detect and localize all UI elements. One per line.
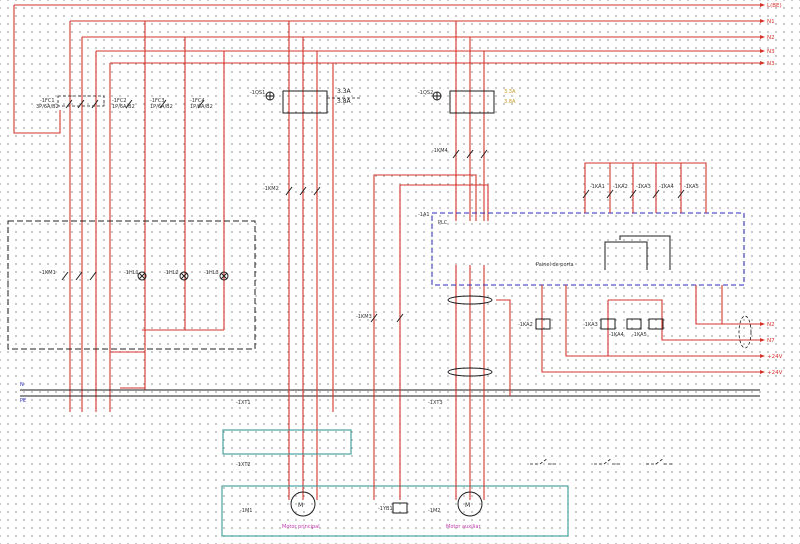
protector-setting: 3.8A xyxy=(337,98,352,105)
protector-setting: 3.3A xyxy=(337,88,352,95)
bus-lines: N PE xyxy=(20,382,760,404)
protector-setting: 3.8A xyxy=(504,99,516,105)
output-label: +24V xyxy=(767,354,783,360)
lamp-tag: -1HL1 xyxy=(124,270,139,276)
motor-tag: -1M2 xyxy=(428,508,440,514)
coil-icon xyxy=(600,318,616,330)
bus-label: N xyxy=(20,382,24,388)
relay-tag: -1KA2 xyxy=(613,184,628,190)
contactor-tag: -1KM3 xyxy=(356,314,372,320)
output-label: N2 xyxy=(767,322,775,328)
breaker-tag: -1FC3 xyxy=(150,98,165,104)
rail-label: N1 xyxy=(767,19,775,25)
spare-contacts xyxy=(530,457,674,465)
lamp-tag: -1HL2 xyxy=(164,270,179,276)
coil-icon xyxy=(648,318,664,330)
terminal-tag: -1XT3 xyxy=(428,400,443,406)
terminal-strip xyxy=(222,429,352,455)
breakers-left: -1FC1 3P/6A/B2 -1FC2 1P/6A/B2 -1FC3 1P/6… xyxy=(36,95,213,110)
relay-tag: -1KA1 xyxy=(590,184,605,190)
motor-name: Motor auxiliar xyxy=(446,524,481,530)
rail-label: L(BE) xyxy=(767,3,782,9)
left-feeder xyxy=(13,5,225,412)
motor-tag: -1M1 xyxy=(240,508,252,514)
svg-text:M: M xyxy=(465,502,470,509)
main-rails: L(BE) N1 N2 N3 N3 xyxy=(14,3,782,67)
relay-bank: -1KA1 -1KA2 -1KA3 -1KA4 -1KA5 xyxy=(582,162,707,213)
relay-tag: -1KA5 xyxy=(684,184,699,190)
plc-tag: -1A1 xyxy=(418,212,430,218)
breaker-note: 1P/6A/B2 xyxy=(112,104,135,110)
motor2-column: -1QS2 3.3A 3.8A -1KM4 -1XT3 M -1M2 Motor… xyxy=(418,21,516,530)
contactor-tag: -1KM4 xyxy=(432,148,448,154)
coil-tag: -1KA4 xyxy=(609,332,624,338)
lamp-icon xyxy=(137,271,147,281)
coil-tag: -1KA2 xyxy=(518,322,533,328)
breaker-note: 1P/6A/B2 xyxy=(150,104,173,110)
door-panel-title: Painel de porta xyxy=(536,262,574,268)
coil-tag: -1KA3 xyxy=(583,322,598,328)
breaker-note: 1P/6A/B2 xyxy=(190,104,213,110)
output-label: N7 xyxy=(767,338,775,344)
motor-2-icon xyxy=(457,491,483,517)
coil-icon xyxy=(535,318,551,330)
brake-tag: -1YB1 xyxy=(378,506,393,512)
plc-block: -1A1 PLC Painel de porta xyxy=(418,212,671,270)
coil-bank: -1KA2 -1KA3 -1KA4 -1KA5 N2 N7 +24V +24V xyxy=(518,285,783,376)
motor-enclosure xyxy=(221,485,569,537)
lamp-icon xyxy=(179,271,189,281)
coil-tag: -1KA5 xyxy=(632,332,647,338)
brake-coil-icon xyxy=(392,502,408,514)
motor-protector-1 xyxy=(282,90,328,114)
contactor-tag: -1KM2 xyxy=(263,186,279,192)
motor-protector-2 xyxy=(449,90,495,114)
motor1-column: -1QS1 3.3A 3.8A -1KM2 -1XT1 -1XT2 M -1M1… xyxy=(236,21,360,530)
lamp-icon xyxy=(219,271,229,281)
protector-tag: -1QS2 xyxy=(418,90,433,96)
breaker-tag: -1FC4 xyxy=(190,98,205,104)
breaker-tag: -1FC1 xyxy=(40,98,55,104)
panel-devices: -1KM1 -1HL1 -1HL2 -1HL3 xyxy=(40,270,229,281)
rail-label: N2 xyxy=(767,35,775,41)
terminal-tag: -1XT2 xyxy=(236,462,251,468)
protector-setting: 3.3A xyxy=(504,89,516,95)
coil-icon xyxy=(626,318,642,330)
output-label: +24V xyxy=(767,370,783,376)
relay-tag: -1KA4 xyxy=(659,184,674,190)
breaker-note: 3P/6A/B2 xyxy=(36,104,59,110)
motor-1-icon xyxy=(290,491,316,517)
terminal-tag: -1XT1 xyxy=(236,400,251,406)
control-panel-enclosure xyxy=(7,220,256,350)
rail-label: N3 xyxy=(767,61,775,67)
bus-label: PE xyxy=(20,398,26,404)
relay-tag: -1KA3 xyxy=(636,184,651,190)
motor-name: Motor principal xyxy=(282,524,320,530)
svg-text:M: M xyxy=(298,502,303,509)
plc-enclosure xyxy=(431,212,745,286)
protector-tag: -1QS1 xyxy=(250,90,265,96)
breaker-tag: -1FC2 xyxy=(112,98,127,104)
brake-column: -1KM3 -1YB1 xyxy=(356,174,489,514)
rail-label: N3 xyxy=(767,49,775,55)
lamp-tag: -1HL3 xyxy=(204,270,219,276)
plc-title: PLC xyxy=(438,220,448,226)
contactor-tag: -1KM1 xyxy=(40,270,56,276)
